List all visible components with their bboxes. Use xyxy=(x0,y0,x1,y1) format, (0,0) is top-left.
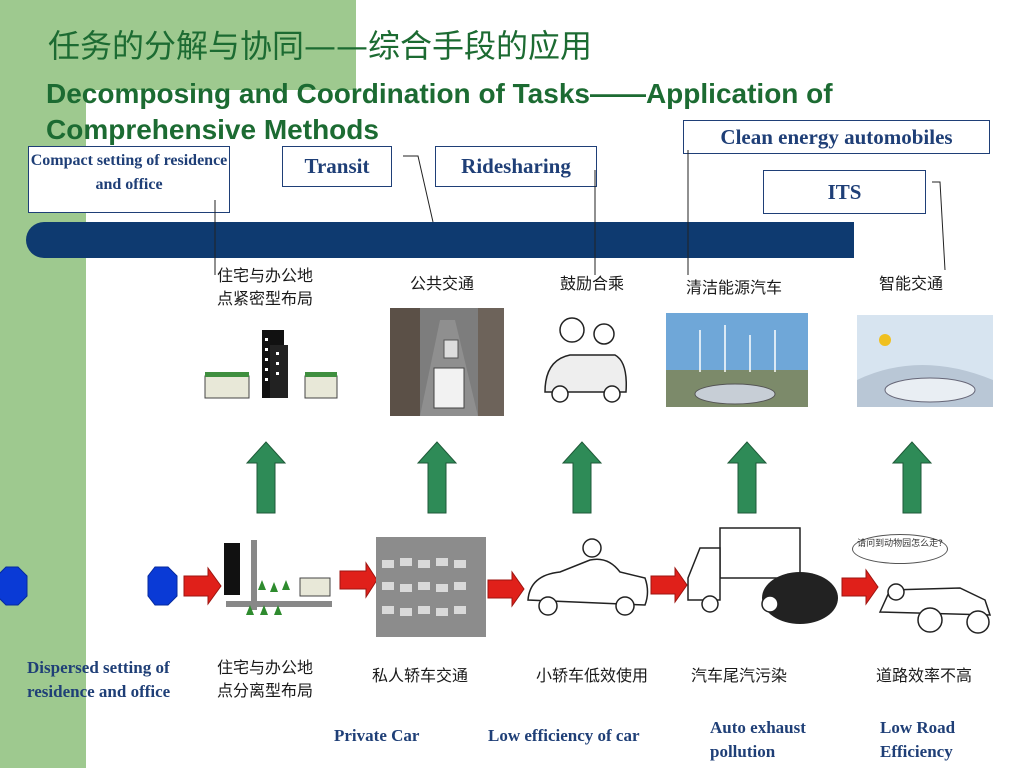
box-clean-energy: Clean energy automobiles xyxy=(683,120,990,154)
right-arrow-icons xyxy=(183,561,879,608)
label-en-exhaust: Auto exhaust pollution xyxy=(710,718,806,761)
label-cn-transit: 公共交通 xyxy=(410,274,475,293)
label-en-dispersed: Dispersed setting of residence and offic… xyxy=(27,658,171,701)
private-car-photo xyxy=(376,537,486,637)
title-chinese: 任务的分解与协同——综合手段的应用 xyxy=(48,27,593,65)
label-cn-its: 智能交通 xyxy=(879,274,944,293)
low-efficiency-car-cartoon xyxy=(527,538,649,616)
octagon-icons xyxy=(0,566,178,606)
speech-bubble: 请问到动物园怎么走? xyxy=(852,534,948,564)
label-en-private-car: Private Car xyxy=(334,726,420,745)
label-en-low-efficiency: Low efficiency of car xyxy=(488,726,640,745)
box-compact-setting: Compact setting of residence and office xyxy=(28,146,230,213)
label-cn-exhaust: 汽车尾汽污染 xyxy=(691,666,788,685)
label-cn-clean-energy: 清洁能源汽车 xyxy=(685,278,782,297)
box-transit: Transit xyxy=(282,146,392,187)
label-cn-compact: 住宅与办公地点紧密型布局 xyxy=(217,266,314,308)
label-cn-dispersed: 住宅与办公地点分离型布局 xyxy=(217,658,314,700)
ridesharing-cartoon xyxy=(544,317,628,403)
top-green-band xyxy=(86,0,356,90)
exhaust-truck-cartoon xyxy=(687,527,838,624)
box-its: ITS xyxy=(763,170,926,214)
road-efficiency-cartoon xyxy=(878,583,992,634)
dispersed-layout-image xyxy=(224,540,332,615)
clean-energy-photo xyxy=(666,313,808,407)
title-english: Decomposing and Coordination of Tasks——A… xyxy=(46,78,833,145)
connector-lines xyxy=(214,150,946,275)
label-cn-private-car: 私人轿车交通 xyxy=(372,666,469,685)
timeline-bar xyxy=(26,222,854,258)
up-arrow-icons xyxy=(245,441,933,514)
transit-photo xyxy=(390,308,504,416)
label-cn-low-efficiency: 小轿车低效使用 xyxy=(535,666,648,685)
label-en-road: Low Road Efficiency xyxy=(880,718,956,761)
its-photo xyxy=(857,315,993,407)
compact-buildings-image xyxy=(204,330,338,399)
side-green-band xyxy=(0,0,86,768)
box-ridesharing: Ridesharing xyxy=(435,146,597,187)
label-cn-road: 道路效率不高 xyxy=(876,666,973,685)
label-cn-ridesharing: 鼓励合乘 xyxy=(560,274,625,293)
